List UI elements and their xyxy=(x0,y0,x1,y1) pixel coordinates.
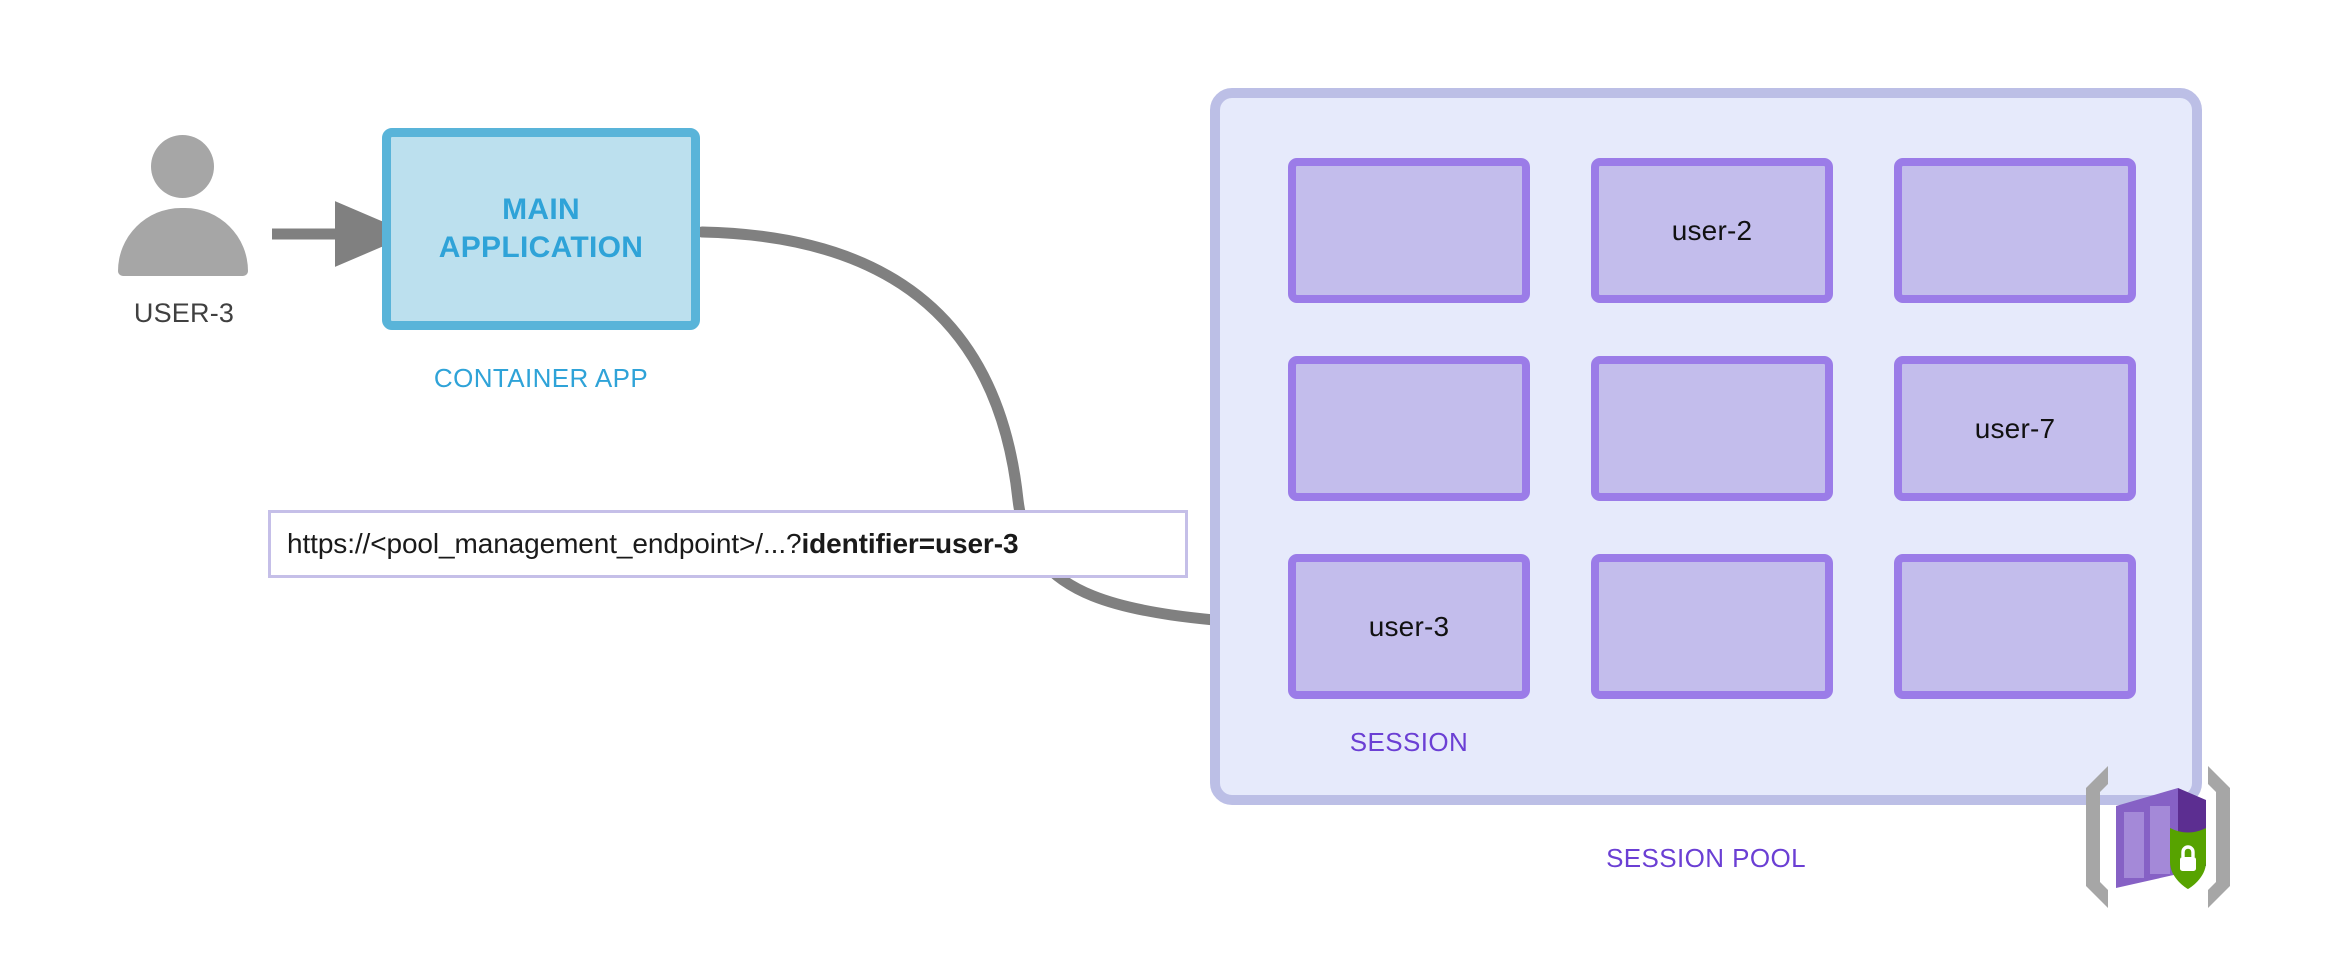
app-to-session-arrow xyxy=(696,226,1317,656)
url-callout-text: https://<pool_management_endpoint>/...?i… xyxy=(287,528,1019,560)
user-label: USER-3 xyxy=(133,298,235,328)
session-grid: user-2 user-7 user-3 xyxy=(1288,158,2136,699)
session-box[interactable]: user-2 xyxy=(1591,158,1833,303)
session-box[interactable] xyxy=(1591,554,1833,699)
url-identifier: identifier=user-3 xyxy=(801,528,1019,559)
session-box[interactable] xyxy=(1591,356,1833,501)
session-box[interactable] xyxy=(1288,158,1530,303)
session-box[interactable]: user-7 xyxy=(1894,356,2136,501)
person-body-shape xyxy=(118,208,248,276)
main-application-title-line2: APPLICATION xyxy=(438,231,644,264)
session-box[interactable] xyxy=(1894,158,2136,303)
user-actor: USER-3 xyxy=(118,135,278,360)
url-callout-box: https://<pool_management_endpoint>/...?i… xyxy=(268,510,1188,578)
session-pool-caption: SESSION POOL xyxy=(1606,843,1806,873)
session-box[interactable] xyxy=(1894,554,2136,699)
session-box-active[interactable]: user-3 xyxy=(1288,554,1530,699)
session-box-label: user-7 xyxy=(1974,412,2056,444)
session-box-label: user-2 xyxy=(1671,214,1753,246)
shield-lock-icon xyxy=(2170,828,2206,889)
bracket-right-icon xyxy=(2208,766,2230,908)
url-prefix: https://<pool_management_endpoint>/...? xyxy=(287,528,802,559)
container-app-caption: CONTAINER APP xyxy=(433,363,649,393)
main-application-box[interactable]: MAIN APPLICATION xyxy=(382,128,700,330)
person-head-shape xyxy=(151,135,214,198)
container-box-icon xyxy=(2116,788,2206,888)
bracket-left-icon xyxy=(2086,766,2108,908)
person-icon xyxy=(118,135,248,295)
azure-dynamic-sessions-icon xyxy=(2078,762,2238,912)
main-application-title-line1: MAIN xyxy=(502,192,580,226)
session-box-label: user-3 xyxy=(1368,610,1450,642)
session-caption: SESSION xyxy=(1349,727,1469,757)
session-box[interactable] xyxy=(1288,356,1530,501)
main-application-title: MAIN APPLICATION xyxy=(439,191,643,267)
